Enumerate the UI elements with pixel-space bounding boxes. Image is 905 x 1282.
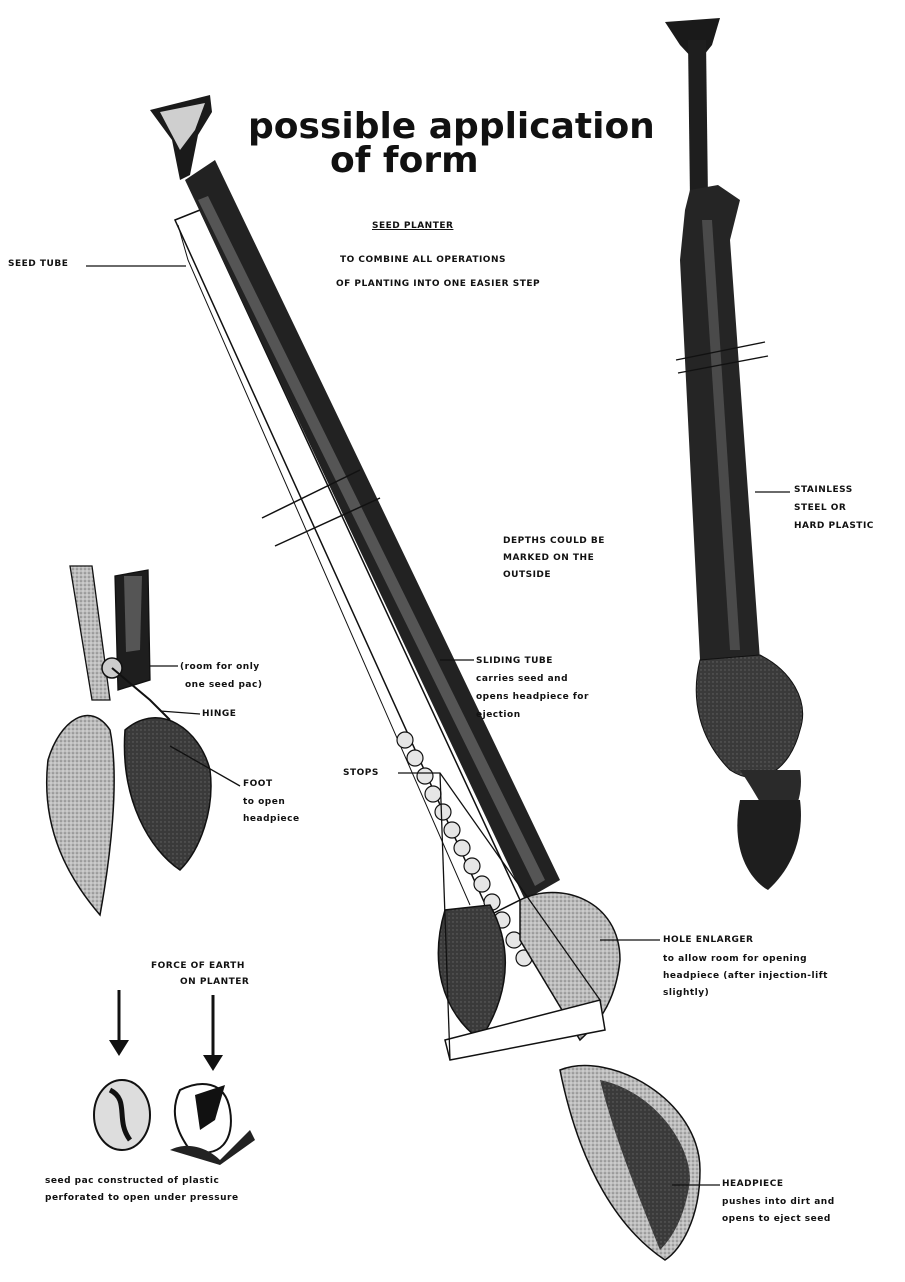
- label-sliding-tube-3: opens headpiece for: [476, 691, 589, 703]
- label-sliding-tube-4: ejection: [476, 709, 521, 721]
- label-hinge: HINGE: [202, 708, 236, 720]
- label-headpiece-3: opens to eject seed: [722, 1213, 831, 1225]
- label-hole-enlarger-3: headpiece (after injection-lift: [663, 970, 828, 982]
- main-planter: [150, 95, 700, 1260]
- label-force-1: FORCE OF EARTH: [151, 960, 245, 972]
- label-sliding-tube-1: SLIDING TUBE: [476, 655, 553, 667]
- label-headpiece-2: pushes into dirt and: [722, 1196, 835, 1208]
- label-stops: STOPS: [343, 767, 379, 779]
- label-stainless-3: HARD PLASTIC: [794, 520, 874, 532]
- label-depths-3: OUTSIDE: [503, 569, 551, 581]
- label-room-2: one seed pac): [185, 679, 262, 691]
- label-hole-enlarger-4: slightly): [663, 987, 709, 999]
- label-force-2: ON PLANTER: [180, 976, 249, 988]
- description-line-1: TO COMBINE ALL OPERATIONS: [340, 254, 506, 266]
- label-seed-tube: SEED TUBE: [8, 258, 68, 270]
- label-sliding-tube-2: carries seed and: [476, 673, 568, 685]
- seed-pac-detail: [94, 990, 255, 1165]
- right-planter: [665, 18, 803, 890]
- label-seed-pac-1: seed pac constructed of plastic: [45, 1175, 219, 1187]
- label-hole-enlarger-2: to allow room for opening: [663, 953, 807, 965]
- label-foot-2: to open: [243, 796, 285, 808]
- leader-lines: [86, 266, 790, 1185]
- subtitle: SEED PLANTER: [372, 220, 453, 232]
- label-foot-3: headpiece: [243, 813, 300, 825]
- label-depths-1: DEPTHS COULD BE: [503, 535, 605, 547]
- label-headpiece-1: HEADPIECE: [722, 1178, 783, 1190]
- label-room-1: (room for only: [180, 661, 260, 673]
- page-title-line-2: of form: [330, 142, 479, 180]
- label-hole-enlarger-1: HOLE ENLARGER: [663, 934, 753, 946]
- label-foot-1: FOOT: [243, 778, 273, 790]
- label-stainless-1: STAINLESS: [794, 484, 853, 496]
- label-seed-pac-2: perforated to open under pressure: [45, 1192, 239, 1204]
- label-depths-2: MARKED ON THE: [503, 552, 594, 564]
- label-stainless-2: STEEL OR: [794, 502, 846, 514]
- hinge-detail: [47, 566, 211, 915]
- description-line-2: OF PLANTING INTO ONE EASIER STEP: [336, 278, 540, 290]
